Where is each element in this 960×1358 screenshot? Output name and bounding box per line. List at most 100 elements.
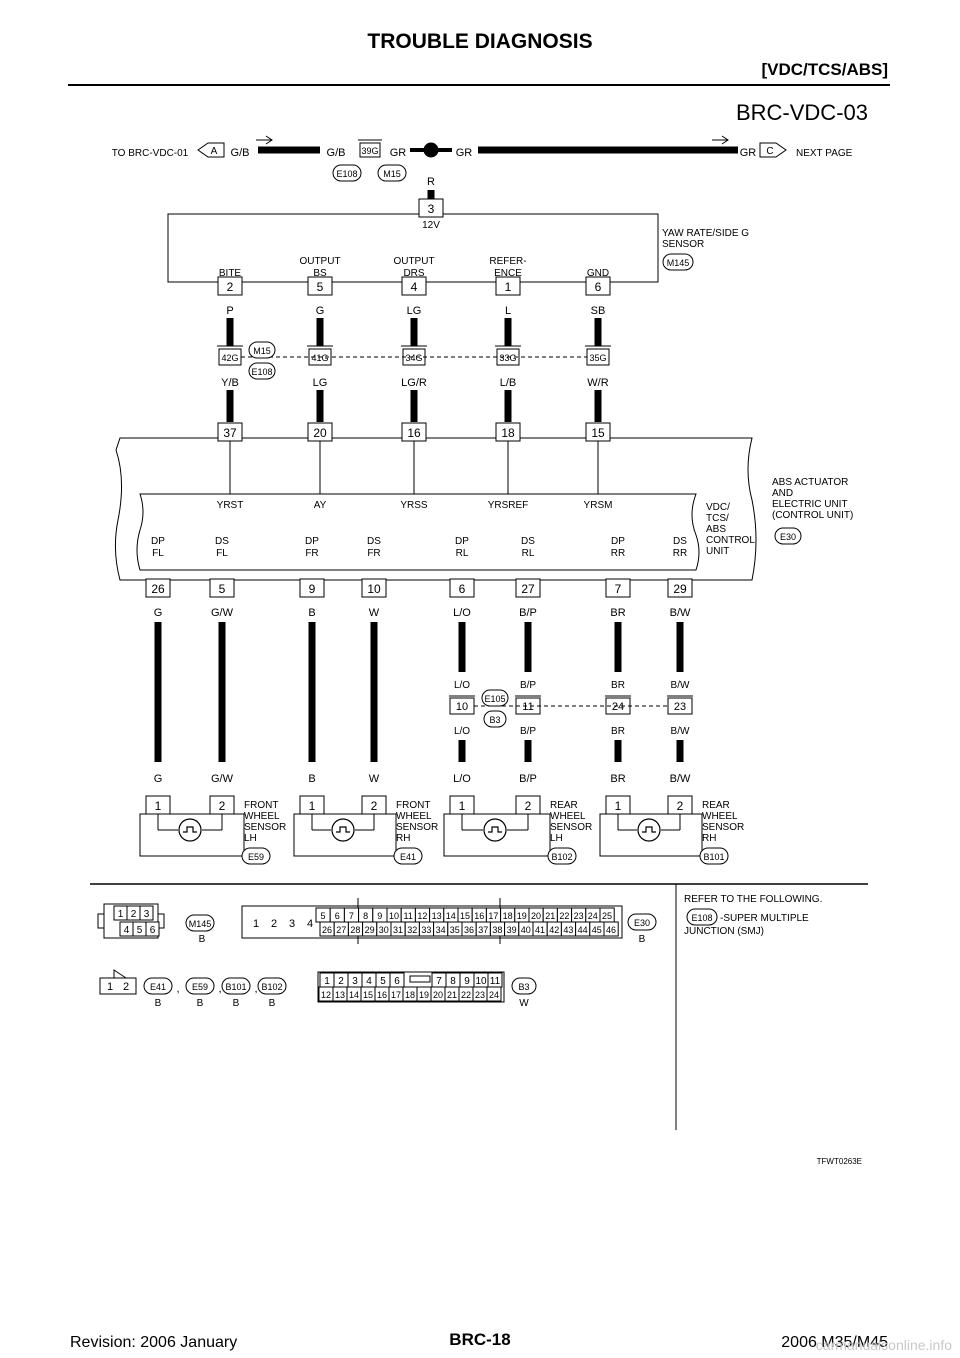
junction-term: 39G: [361, 146, 378, 156]
wire-color: B/P: [519, 773, 537, 785]
header-rule: [68, 84, 890, 86]
connector-e108: [332, 164, 362, 182]
connector-e105: [481, 689, 509, 707]
connector-id: E41: [400, 852, 416, 862]
refer-text: JUNCTION (SMJ): [684, 926, 764, 937]
wire-color: G/B: [231, 147, 250, 159]
sensor-name: SENSOR: [662, 239, 704, 250]
pin-number: 12: [321, 990, 331, 1000]
ecu-terminal: [605, 578, 631, 598]
pin-label: DS: [367, 536, 381, 547]
ecu-terminal: [145, 578, 171, 598]
connector-m145: [662, 253, 694, 271]
terminal-number: 1: [309, 799, 316, 813]
pin-number: 36: [464, 925, 474, 935]
pin-number: 27: [336, 925, 346, 935]
connector-b3: [511, 977, 537, 995]
pin-number: 11: [404, 911, 413, 921]
pin-label: RL: [456, 548, 469, 559]
pin-label: FR: [305, 548, 318, 559]
junction-term: 23: [674, 701, 686, 713]
unit-name: CONTROL: [706, 535, 755, 546]
pin-number: 2: [271, 918, 277, 930]
unit-name: (CONTROL UNIT): [772, 510, 853, 521]
pin-label: DS: [215, 536, 229, 547]
connector-id: E59: [192, 982, 208, 992]
terminal-number: 1: [505, 280, 512, 294]
terminal-number: 5: [219, 582, 226, 596]
pin-number: 16: [474, 911, 484, 921]
junction-terminal: [359, 142, 381, 158]
page-number: BRC-18: [449, 1330, 511, 1349]
connector-e59: [241, 847, 271, 865]
pin-label: DP: [611, 536, 625, 547]
pin-number: 19: [517, 911, 527, 921]
sensor-name: REAR: [550, 800, 578, 811]
connector-m15: [248, 341, 276, 359]
pin-number: 22: [559, 911, 569, 921]
pin-number: 6: [150, 925, 156, 936]
revision-text: Revision: 2006 January: [70, 1334, 238, 1351]
terminal-number: 1: [615, 799, 622, 813]
unit-name: TCS/: [706, 513, 729, 524]
connector-id: E41: [150, 982, 166, 992]
pin-number: 13: [335, 990, 345, 1000]
connector-id: E30: [780, 532, 796, 542]
pin-number: 41: [535, 925, 545, 935]
connector-id: E105: [484, 694, 505, 704]
wire-color: LG/R: [401, 377, 427, 389]
wire-color: G/B: [327, 147, 346, 159]
pin-number: 2: [123, 981, 129, 993]
pin-number: 3: [144, 909, 150, 920]
terminal-number: 9: [309, 582, 316, 596]
connector-b102: [257, 977, 287, 995]
pin-number: 7: [436, 976, 442, 987]
wire-color: G: [316, 305, 325, 317]
connector-e108: [686, 908, 718, 926]
pin-number: 6: [394, 976, 400, 987]
terminal-number: 7: [615, 582, 622, 596]
connector-id: B102: [551, 852, 572, 862]
wire-color: B/P: [520, 680, 536, 691]
pin-number: 21: [447, 990, 457, 1000]
pin-number: 21: [545, 911, 555, 921]
junction-term: 33G: [499, 353, 516, 363]
watermark: carmanualsonline.info: [815, 1337, 952, 1353]
sensor-terminal: [307, 276, 333, 296]
wire-color: G: [154, 773, 163, 785]
sensor-box: [599, 813, 703, 857]
ref-c: C: [766, 146, 773, 157]
yaw-sensor-box: [167, 213, 659, 283]
terminal-number: 3: [428, 202, 435, 216]
junction-term: 34G: [405, 353, 422, 363]
ecu-terminal: [515, 578, 541, 598]
wire-color: L/O: [453, 773, 471, 785]
pin-number: 42: [549, 925, 559, 935]
pin-number: 1: [324, 976, 330, 987]
wire-color: L/O: [454, 680, 470, 691]
power-terminal: [418, 198, 444, 218]
pin-number: 19: [419, 990, 429, 1000]
pin-number: 28: [350, 925, 360, 935]
connector-color: B: [197, 998, 204, 1009]
terminal-number: 26: [151, 582, 165, 596]
connector-id: B101: [225, 982, 246, 992]
sensor-name: LH: [244, 833, 257, 844]
connector-id: M15: [383, 169, 401, 179]
wire-color: W: [369, 773, 380, 785]
pin-number: 38: [492, 925, 502, 935]
pin-label: FL: [152, 548, 164, 559]
pin-number: 20: [433, 990, 443, 1000]
pin-number: 1: [118, 909, 124, 920]
connector-b3: [483, 710, 507, 728]
refer-text: -SUPER MULTIPLE: [720, 913, 809, 924]
sensor-name: FRONT: [396, 800, 430, 811]
terminal-number: 37: [223, 426, 237, 440]
connector-latch: [157, 913, 165, 929]
connector-color: W: [519, 998, 529, 1009]
connector-id: M15: [253, 346, 271, 356]
connector-m145: [185, 914, 215, 932]
junction-term: 24: [612, 701, 624, 713]
pin-label: FR: [367, 548, 380, 559]
pin-number: 11: [490, 976, 501, 987]
